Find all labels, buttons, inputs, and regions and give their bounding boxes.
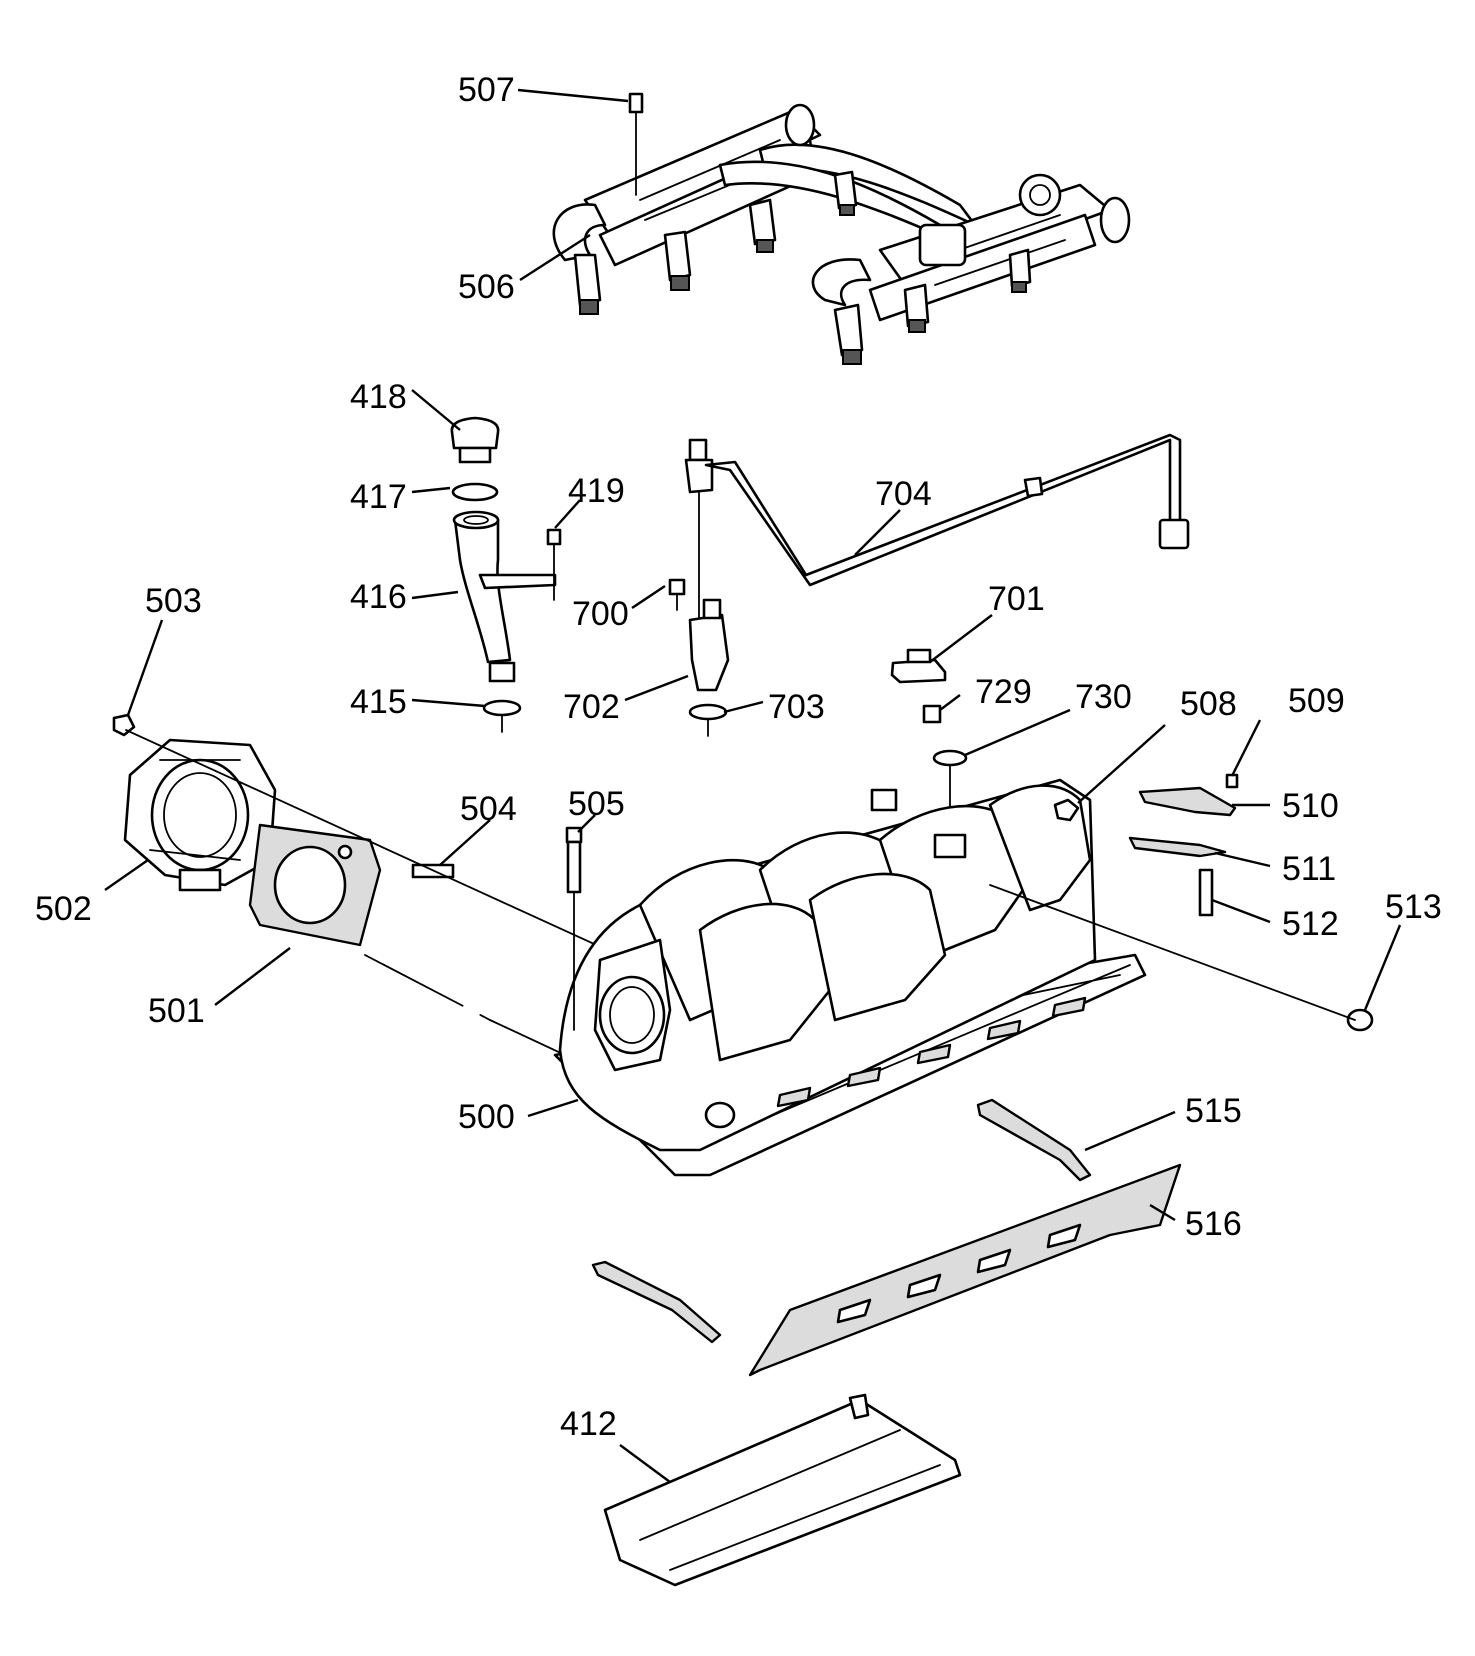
callout-415: 415	[350, 683, 407, 721]
injector	[903, 283, 930, 333]
left-gasket-bracket	[591, 1260, 722, 1344]
callout-701: 701	[988, 580, 1045, 618]
callout-418: 418	[350, 378, 407, 416]
callout-512: 512	[1282, 905, 1339, 943]
callout-509: 509	[1288, 682, 1345, 720]
callout-501: 501	[148, 992, 205, 1030]
callout-516: 516	[1185, 1205, 1242, 1243]
manifold-gasket	[748, 1163, 1182, 1377]
callout-730: 730	[1075, 678, 1132, 716]
stud-512	[1198, 868, 1214, 917]
oil-fill-tube	[452, 510, 557, 683]
callout-labels: 507 506 418 417 419 416 415 700 702 703 …	[35, 71, 1442, 1443]
oil-fill-cap	[450, 416, 500, 464]
bracket-510	[1138, 786, 1237, 817]
map-sensor	[890, 648, 947, 684]
callout-510: 510	[1282, 787, 1339, 825]
callout-511: 511	[1282, 850, 1336, 888]
injector	[833, 170, 858, 216]
callout-503: 503	[145, 582, 202, 620]
manifold-bolt	[565, 826, 583, 1031]
fuel-rail-bolt	[628, 92, 644, 196]
oil-fill-tube-seal	[482, 699, 522, 717]
injector	[1008, 248, 1032, 293]
fuel-rail-assembly	[552, 92, 1131, 365]
callout-506: 506	[458, 268, 515, 306]
callout-419: 419	[568, 472, 625, 510]
manifold-gasket-bracket	[976, 1098, 1092, 1182]
callout-504: 504	[460, 790, 517, 828]
throttle-body-gasket	[248, 823, 382, 947]
callout-703: 703	[768, 688, 825, 726]
callout-502: 502	[35, 890, 92, 928]
evap-purge-solenoid	[684, 438, 730, 737]
throttle-body	[123, 738, 277, 892]
map-sensor-seal	[922, 704, 942, 724]
injector	[573, 253, 602, 315]
callout-417: 417	[350, 478, 407, 516]
intake-manifold	[553, 778, 1147, 1177]
callout-500: 500	[458, 1098, 515, 1136]
injector	[663, 230, 692, 291]
callout-412: 412	[560, 1405, 617, 1443]
callout-507: 507	[458, 71, 515, 109]
callout-700: 700	[572, 595, 629, 633]
callout-515: 515	[1185, 1092, 1242, 1130]
evap-purge-pipe	[704, 433, 1190, 587]
valley-cover	[603, 1393, 962, 1587]
injector	[833, 303, 864, 365]
bracket-511	[1128, 836, 1227, 858]
throttle-body-nut-513	[1346, 1008, 1374, 1032]
purge-solenoid-bolt	[668, 578, 686, 611]
callout-513: 513	[1385, 888, 1442, 926]
oil-fill-tube-bolt	[546, 528, 562, 601]
oil-fill-cap-seal	[451, 482, 499, 502]
stud-509	[1225, 773, 1239, 789]
leader-lines	[104, 88, 1402, 1483]
callout-416: 416	[350, 578, 407, 616]
callout-702: 702	[563, 688, 620, 726]
manifold-plug	[1053, 798, 1080, 822]
callout-505: 505	[568, 785, 625, 823]
injector	[748, 198, 777, 253]
callout-729: 729	[975, 673, 1032, 711]
callout-508: 508	[1180, 685, 1237, 723]
callout-704: 704	[875, 475, 932, 513]
